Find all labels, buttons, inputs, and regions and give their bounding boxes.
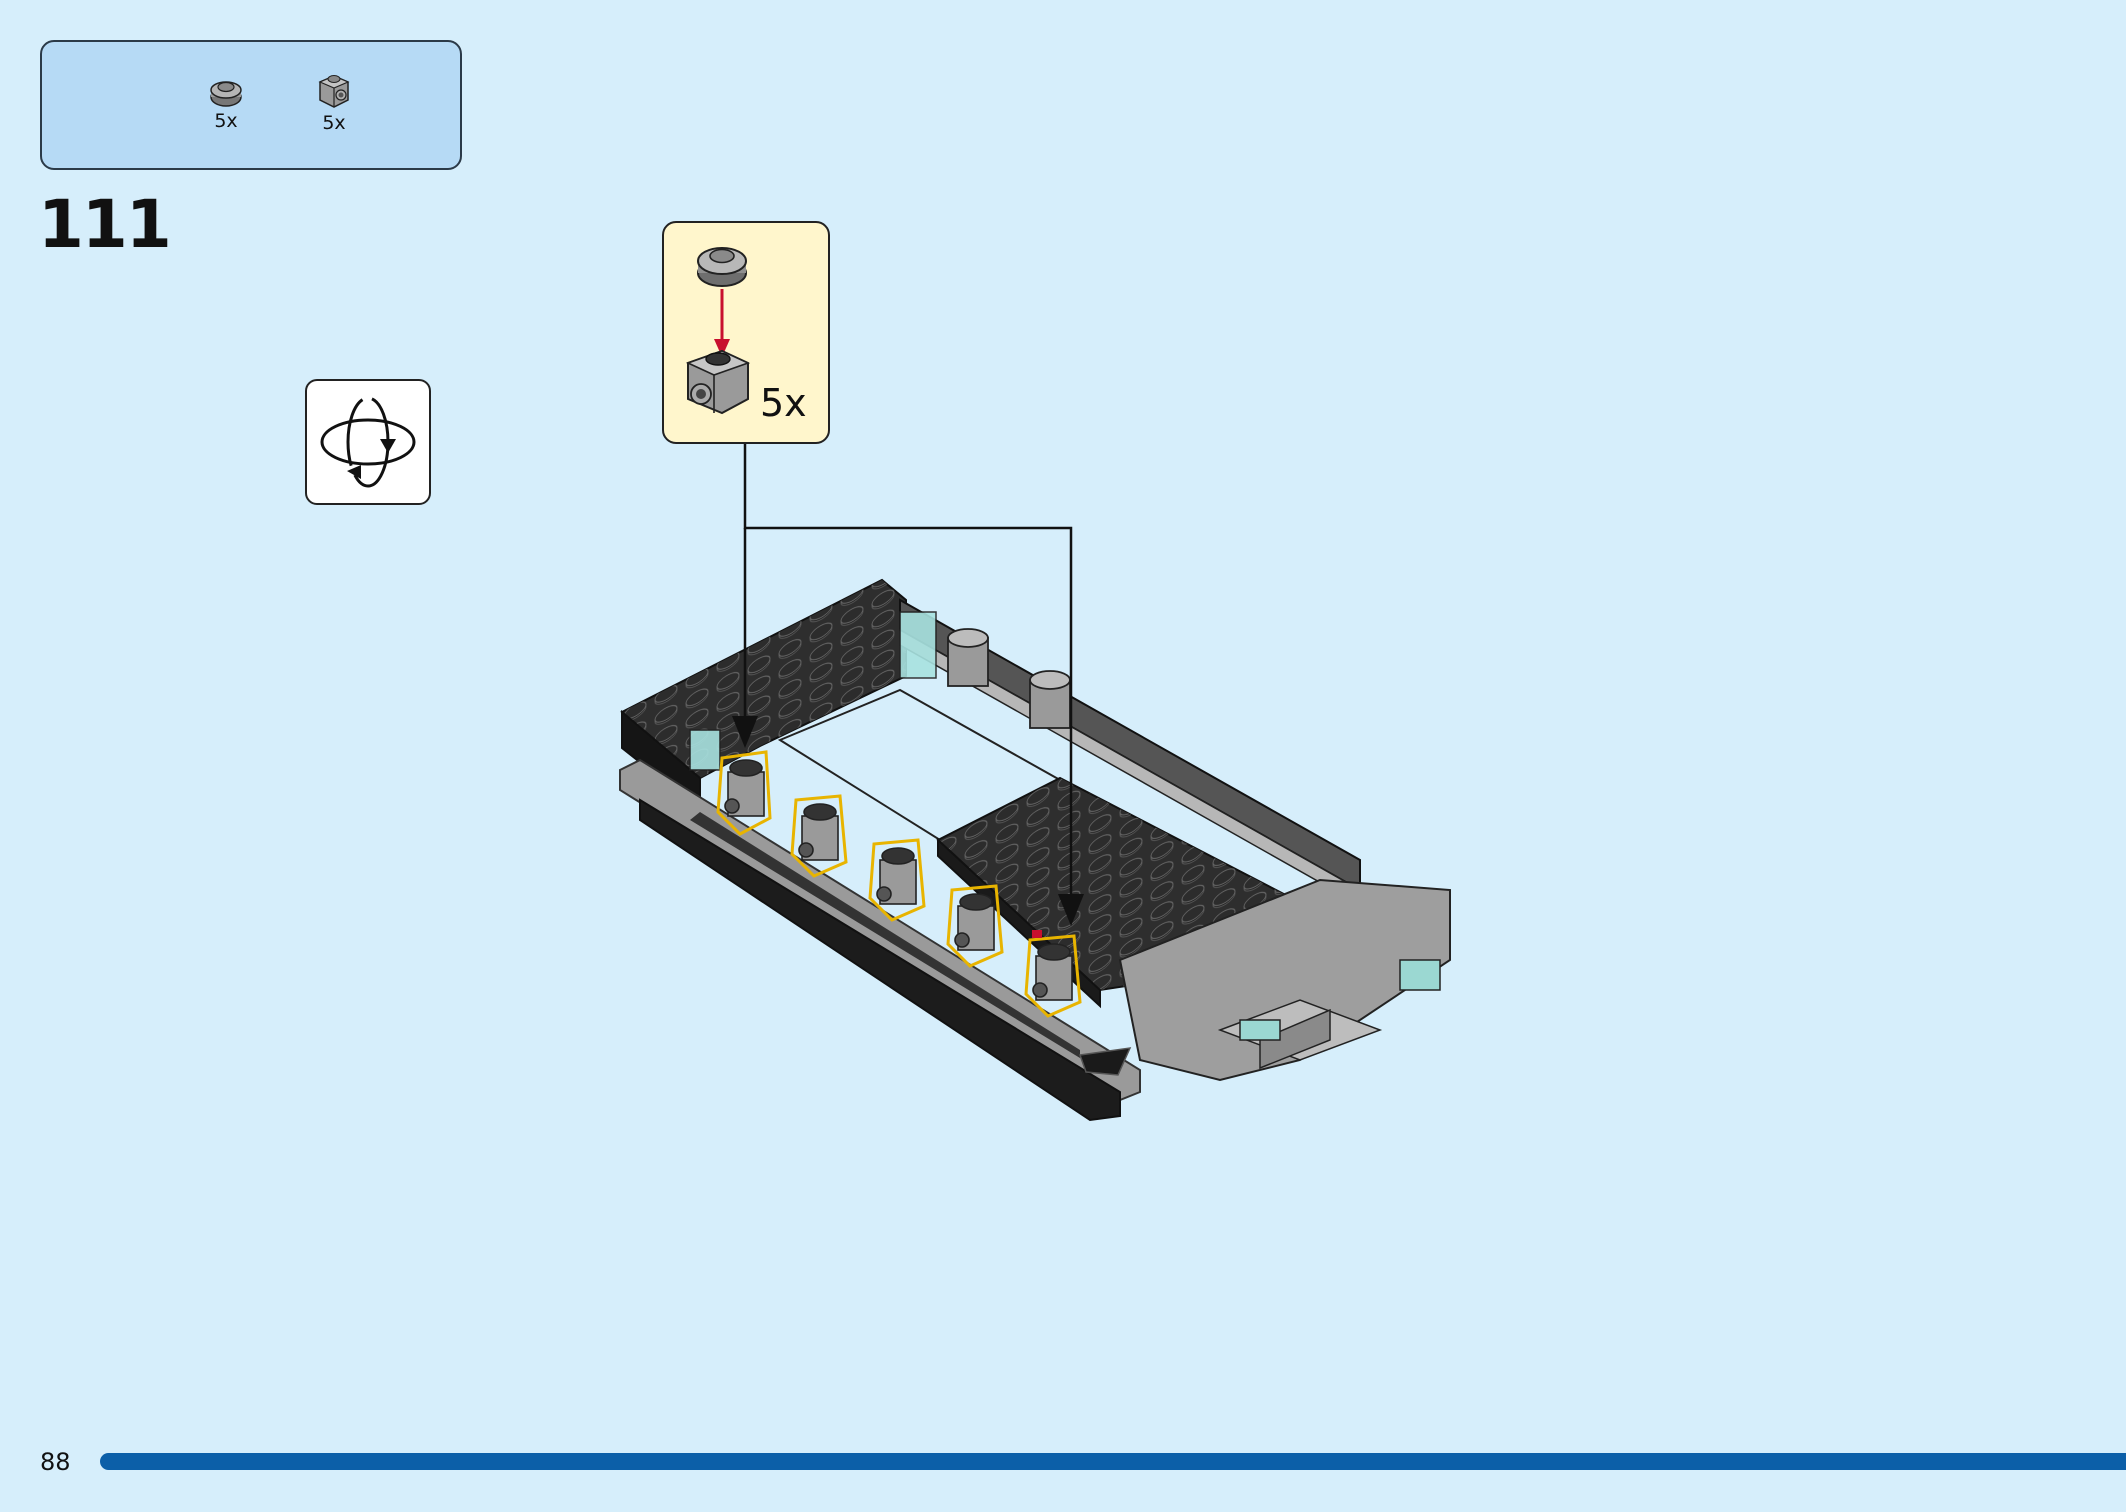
parts-list-item: 5x [196, 78, 256, 132]
rotate-model-icon [320, 396, 416, 488]
brick-1x1-with-stud-on-side-icon [685, 349, 751, 415]
leader-arrow-head [1058, 894, 1084, 926]
subassembly-callout: 5x [662, 221, 830, 444]
part-quantity: 5x [214, 110, 238, 132]
rotate-model-hint [305, 379, 431, 505]
step-number: 111 [38, 186, 172, 263]
brick-1x1-with-stud-on-side-icon [318, 75, 350, 108]
new-part-highlights [716, 750, 1082, 1018]
parts-list-panel: 5x 5x [40, 40, 462, 170]
page-progress-bar [100, 1453, 2126, 1470]
leader-arrow-head [732, 716, 758, 748]
grey-end-block [1118, 878, 1451, 1082]
round-plate-1x1-icon [210, 81, 242, 107]
part-quantity: 5x [322, 112, 346, 134]
round-plate-1x1-icon [697, 247, 747, 287]
page-number: 88 [40, 1448, 71, 1476]
callout-quantity: 5x [760, 381, 807, 425]
callout-assembly-illustration [685, 247, 751, 415]
callout-leader-lines [743, 444, 1073, 898]
parts-list-item: 5x [304, 70, 364, 134]
new-parts [724, 759, 1073, 1001]
